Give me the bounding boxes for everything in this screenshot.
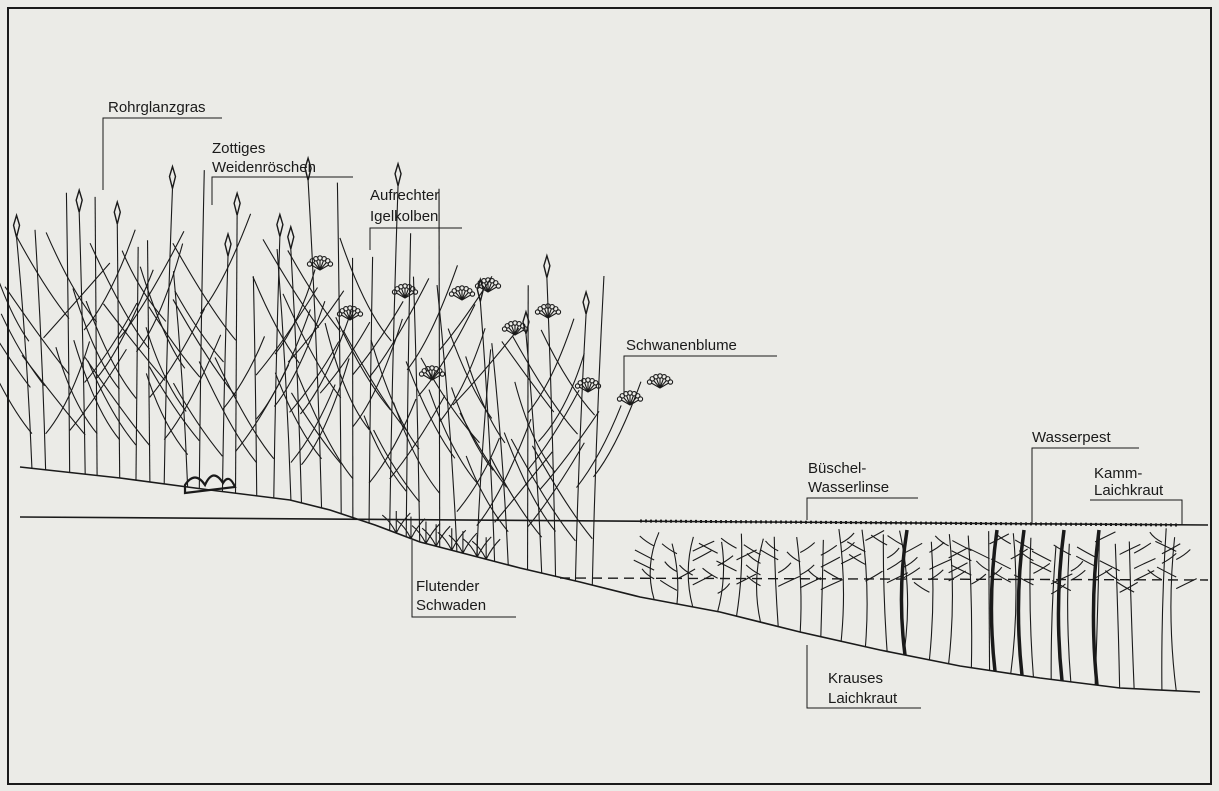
label-bueschel-line1: Büschel- [808,460,866,478]
label-bueschel-line2: Wasserlinse [808,479,889,497]
label-schwanenblume: Schwanenblume [626,337,737,355]
label-zottiges-line1: Zottiges [212,140,265,158]
label-zottiges-line2: Weidenröschen [212,159,316,177]
label-krauses-line1: Krauses [828,670,883,688]
label-krauses-line2: Laichkraut [828,690,897,708]
label-wasserpest: Wasserpest [1032,429,1111,447]
label-flutender-line1: Flutender [416,578,479,596]
label-aufrechter-line1: Aufrechter [370,187,439,205]
label-kamm-line1: Kamm- [1094,465,1142,483]
label-flutender-line2: Schwaden [416,597,486,615]
label-rohrglanzgras: Rohrglanzgras [108,99,206,117]
figure-frame [8,8,1211,784]
label-aufrechter-line2: Igelkolben [370,208,438,226]
label-kamm-line2: Laichkraut [1094,482,1163,500]
